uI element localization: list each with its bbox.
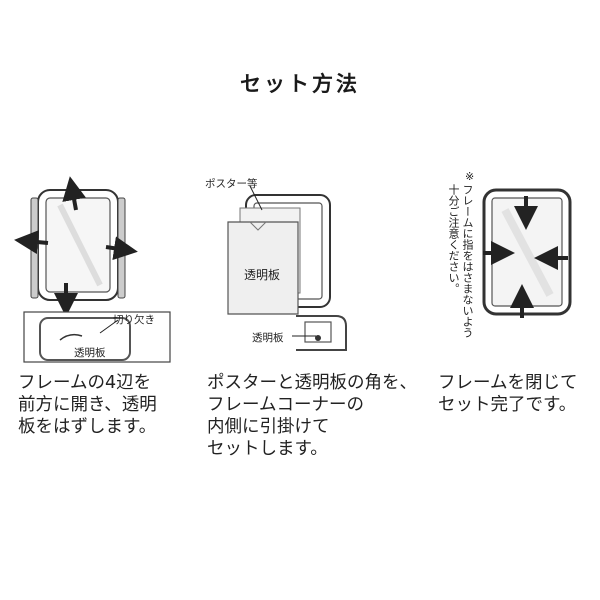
step2-panel-label: 透明板	[244, 268, 281, 282]
step3-note-line2: 十分ご注意ください。	[447, 184, 460, 294]
step2-poster-label: ポスター等	[205, 178, 258, 190]
step1-callout-label: 切り欠き	[113, 314, 155, 326]
step1-panel-label: 透明板	[74, 347, 106, 359]
arrow-right-icon	[105, 236, 138, 261]
step1-frame-illustration	[30, 189, 126, 301]
step1-detail-box	[23, 311, 171, 363]
step2-frame-illustration	[227, 185, 331, 315]
arrow-up-icon	[62, 176, 86, 211]
step3-caption: フレームを閉じて セット完了です。	[438, 373, 578, 415]
step2-caption: ポスターと透明板の角を、 フレームコーナーの 内側に引掛けて セットします。	[207, 373, 417, 459]
step1-caption: フレームの4辺を 前方に開き、透明 板をはずします。	[18, 373, 157, 437]
step2-detail-label: 透明板	[252, 332, 284, 344]
step3-note-line1: フレームに指をはさまないよう	[461, 184, 474, 338]
step3-note-mark: ※	[465, 170, 475, 183]
step1-arrows	[14, 176, 138, 317]
page-title: セット方法	[240, 72, 360, 96]
arrow-left-icon	[14, 230, 49, 255]
step3-arrows	[483, 196, 568, 318]
step2-detail-corner	[292, 315, 347, 351]
